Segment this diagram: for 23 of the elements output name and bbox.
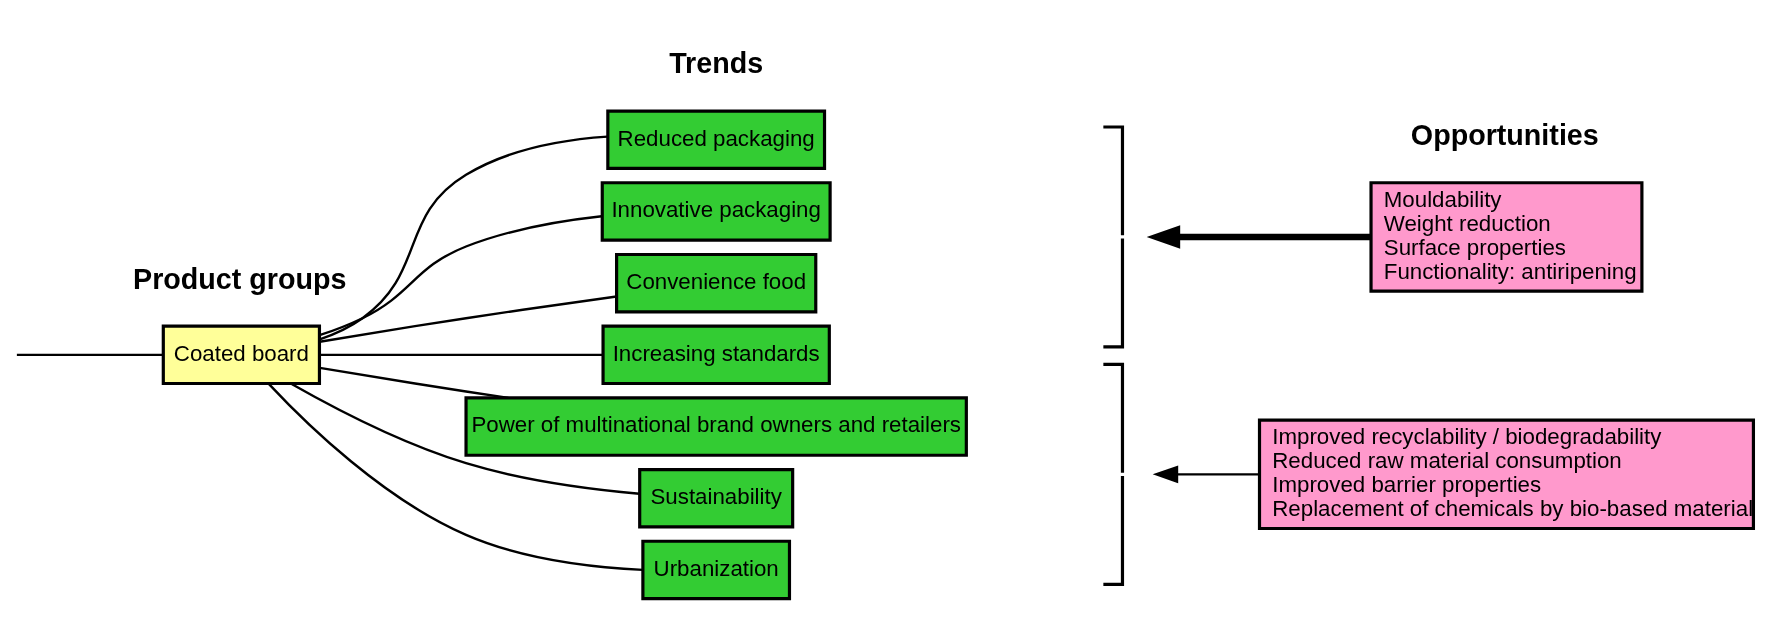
connector	[319, 295, 617, 343]
node-box: Mouldability Weight reduction Surface properties Functionality: antiripening	[1369, 181, 1644, 293]
arrow	[1146, 225, 1371, 249]
label: Trends	[669, 47, 764, 80]
connector	[319, 135, 608, 341]
connector	[319, 353, 603, 357]
connector	[319, 215, 602, 337]
node-box: Urbanization	[641, 539, 792, 601]
node-box: Coated board	[161, 324, 322, 386]
node-box: Sustainability	[638, 467, 795, 529]
label: Opportunities	[1410, 119, 1599, 152]
connector	[319, 366, 509, 400]
node-box: Innovative packaging	[600, 181, 832, 242]
connector	[290, 382, 640, 495]
node-box: Power of multinational brand owners and retailers	[464, 396, 968, 457]
node-box: Increasing standards	[601, 324, 831, 386]
node-box: Improved recyclability / biodegradability Reduced raw material consumption Improved barrier properties Replacement of chemicals by bio-based material	[1257, 418, 1756, 531]
node-box: Convenience food	[615, 252, 818, 314]
connector	[267, 382, 643, 572]
connector	[16, 353, 164, 357]
arrow	[1152, 465, 1260, 484]
label: Product groups	[133, 262, 347, 295]
node-box: Reduced packaging	[606, 109, 827, 171]
